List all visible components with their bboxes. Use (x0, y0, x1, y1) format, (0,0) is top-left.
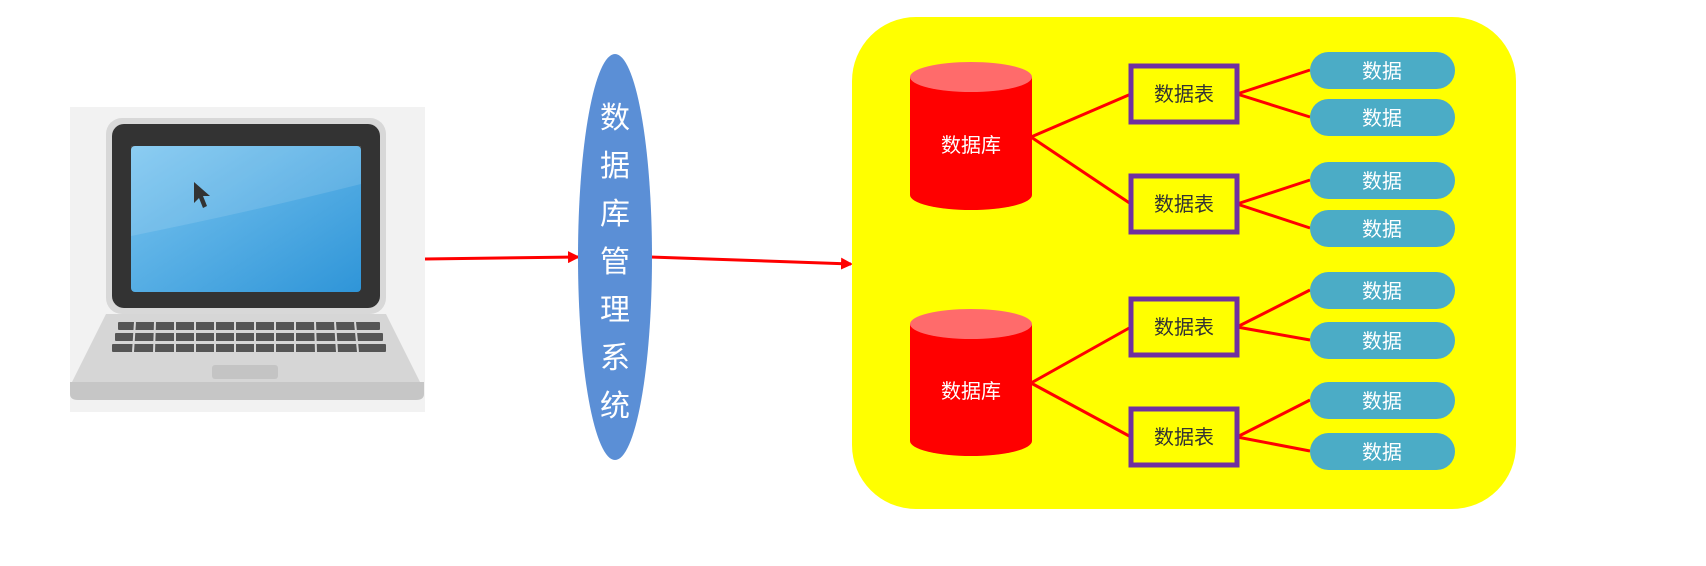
data-table-box: 数据表 (1128, 406, 1240, 468)
data-pill: 数据 (1310, 433, 1455, 470)
laptop-icon (70, 107, 425, 412)
cursor-icon (194, 182, 210, 208)
data-pill-label: 数据 (1362, 329, 1402, 353)
dbms-char: 管 (600, 245, 630, 280)
laptop-screen (131, 146, 361, 292)
data-pill-label: 数据 (1362, 440, 1402, 464)
data-table-label: 数据表 (1154, 82, 1214, 106)
database-cylinder: 数据库 (910, 309, 1032, 456)
data-pill: 数据 (1310, 99, 1455, 136)
data-table-box: 数据表 (1128, 296, 1240, 358)
data-table-box: 数据表 (1128, 63, 1240, 125)
dbms-ellipse (578, 54, 652, 460)
data-table-label: 数据表 (1154, 192, 1214, 216)
data-pill: 数据 (1310, 210, 1455, 247)
dbms-label: 数 据 库 管 理 系 统 (600, 101, 630, 424)
database-label: 数据库 (941, 379, 1001, 403)
arrow-laptop-to-dbms (424, 251, 580, 264)
keyboard (112, 322, 386, 352)
data-pill-label: 数据 (1362, 279, 1402, 303)
trackpad (212, 365, 278, 379)
data-pill: 数据 (1310, 322, 1455, 359)
data-pill: 数据 (1310, 382, 1455, 419)
data-pill-label: 数据 (1362, 217, 1402, 241)
dbms-char: 据 (600, 149, 630, 184)
data-pill-label: 数据 (1362, 106, 1402, 130)
data-pill: 数据 (1310, 52, 1455, 89)
data-table-label: 数据表 (1154, 425, 1214, 449)
data-pill-label: 数据 (1362, 169, 1402, 193)
data-table-label: 数据表 (1154, 315, 1214, 339)
dbms-char: 统 (600, 389, 630, 424)
data-pill: 数据 (1310, 272, 1455, 309)
data-pill: 数据 (1310, 162, 1455, 199)
data-table-box: 数据表 (1128, 173, 1240, 235)
dbms-char: 理 (600, 293, 630, 328)
dbms-char: 库 (600, 197, 630, 232)
database-label: 数据库 (941, 133, 1001, 157)
dbms-char: 数 (600, 101, 630, 136)
data-pill-label: 数据 (1362, 59, 1402, 83)
dbms-char: 系 (600, 341, 630, 376)
arrow-dbms-to-databases (649, 255, 853, 270)
data-pill-label: 数据 (1362, 389, 1402, 413)
database-cylinder: 数据库 (910, 62, 1032, 210)
connectors (1030, 68, 1311, 453)
